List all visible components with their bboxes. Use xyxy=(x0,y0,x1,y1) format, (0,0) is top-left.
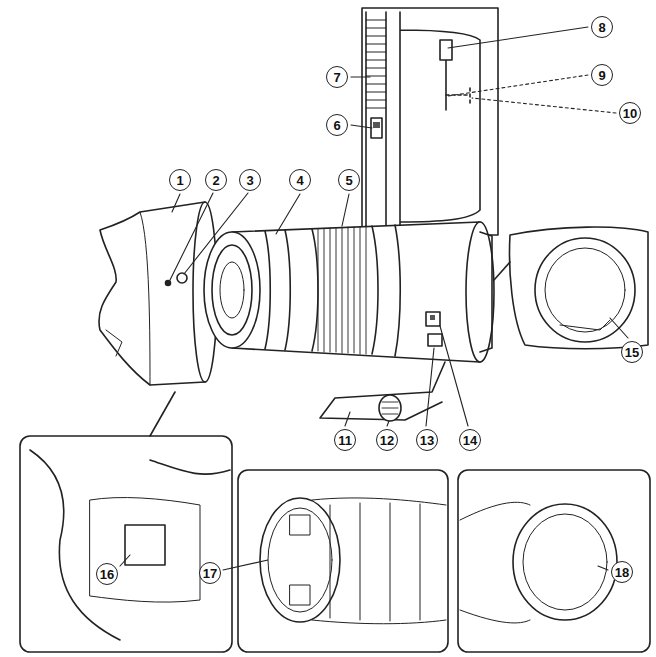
callout-number: 13 xyxy=(416,429,438,451)
hood-window xyxy=(125,525,165,565)
callout-number: 15 xyxy=(621,341,643,363)
inset-pointer xyxy=(150,392,175,436)
callout-number: 3 xyxy=(239,169,261,191)
callout-number: 16 xyxy=(96,563,118,585)
callout-number: 18 xyxy=(611,561,633,583)
callout-number: 7 xyxy=(326,66,348,88)
switch-detail xyxy=(371,118,382,138)
leader-lines xyxy=(120,27,628,570)
lens-barrel xyxy=(204,222,494,362)
callout-number: 9 xyxy=(591,64,613,86)
inset-frame xyxy=(362,8,498,252)
inset-pointer xyxy=(494,262,510,280)
lens-hood xyxy=(99,202,217,385)
callout-number: 5 xyxy=(338,169,360,191)
ribbed-ring xyxy=(366,12,386,231)
hood-closeup xyxy=(30,450,230,640)
inset-frame xyxy=(20,436,232,652)
callout-number: 14 xyxy=(459,429,481,451)
callout-number: 4 xyxy=(289,169,311,191)
callout-number: 1 xyxy=(169,169,191,191)
callout-number: 10 xyxy=(619,102,641,124)
rear-cap xyxy=(513,504,617,620)
callout-number: 11 xyxy=(334,429,356,451)
inset-frame xyxy=(458,470,650,652)
callout-number: 6 xyxy=(326,114,348,136)
callout-number: 2 xyxy=(205,169,227,191)
callout-number: 17 xyxy=(199,562,221,584)
tripod-foot xyxy=(320,362,445,421)
callout-number: 12 xyxy=(376,429,398,451)
mount-ring xyxy=(535,238,635,342)
pin-detail xyxy=(440,40,452,110)
callout-number: 8 xyxy=(591,16,613,38)
inset-frame xyxy=(238,470,448,652)
inset-frame xyxy=(510,227,648,349)
front-cap xyxy=(260,498,340,622)
